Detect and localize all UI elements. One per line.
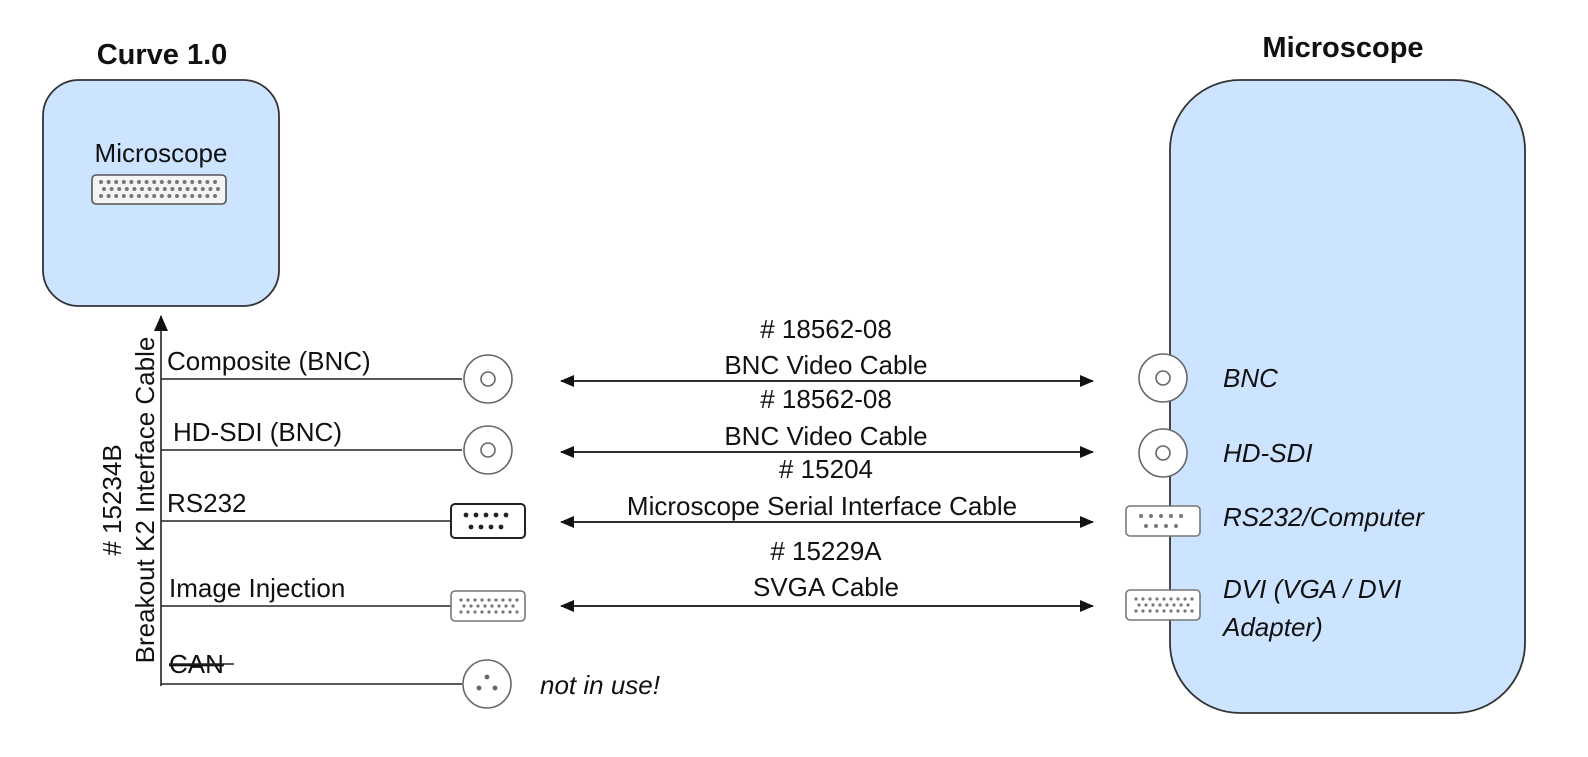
cable-number-hdsdi: # 18562-08 [760,384,892,414]
bnc-connector-icon [1138,353,1188,403]
cable-number-rs232: # 15204 [779,454,873,484]
left-label-rs232: RS232 [167,488,247,518]
right-label-rs232: RS232/Computer [1223,502,1425,532]
curve-device: Curve 1.0 Microscope [42,39,280,307]
connection-image-injection: Image Injection # 15229A SVGA Cable DVI … [161,536,1401,642]
breakout-cable: # 15234B Breakout K2 Interface Cable [97,315,168,686]
cable-name-composite: BNC Video Cable [724,350,927,380]
microscope-device: Microscope [1169,32,1526,714]
vga-connector-icon [1125,589,1201,621]
right-label-bnc: BNC [1223,363,1278,393]
can-note: not in use! [540,670,660,700]
db44-connector-icon [91,174,227,205]
vga-connector-icon [450,590,526,622]
curve-device-title: Curve 1.0 [97,39,228,71]
cable-name-image-injection: SVGA Cable [753,572,899,602]
left-label-composite: Composite (BNC) [167,346,371,376]
connection-can: CAN not in use! [161,649,660,709]
din-connector-icon [462,659,512,709]
bnc-connector-icon [463,354,513,404]
db9-connector-icon [1125,505,1201,537]
connection-hdsdi: HD-SDI (BNC) # 18562-08 BNC Video Cable … [161,384,1313,478]
db9-connector-icon [450,503,526,539]
bnc-connector-icon [1138,428,1188,478]
cable-number-composite: # 18562-08 [760,314,892,344]
right-label-dvi-line1: DVI (VGA / DVI [1223,574,1401,604]
microscope-device-title: Microscope [1262,32,1423,64]
breakout-cable-name: Breakout K2 Interface Cable [130,337,160,664]
connection-composite: Composite (BNC) # 18562-08 BNC Video Cab… [161,314,1278,404]
right-label-dvi-line2: Adapter) [1221,612,1323,642]
cable-name-hdsdi: BNC Video Cable [724,421,927,451]
left-label-hdsdi: HD-SDI (BNC) [173,417,342,447]
bnc-connector-icon [463,425,513,475]
cable-name-rs232: Microscope Serial Interface Cable [627,491,1017,521]
left-label-image-injection: Image Injection [169,573,345,603]
connection-rs232: RS232 # 15204 Microscope Serial Interfac… [161,454,1425,539]
breakout-cable-number: # 15234B [97,444,127,555]
curve-port-label: Microscope [95,138,228,168]
cable-number-image-injection: # 15229A [770,536,882,566]
right-label-hdsdi: HD-SDI [1223,438,1313,468]
